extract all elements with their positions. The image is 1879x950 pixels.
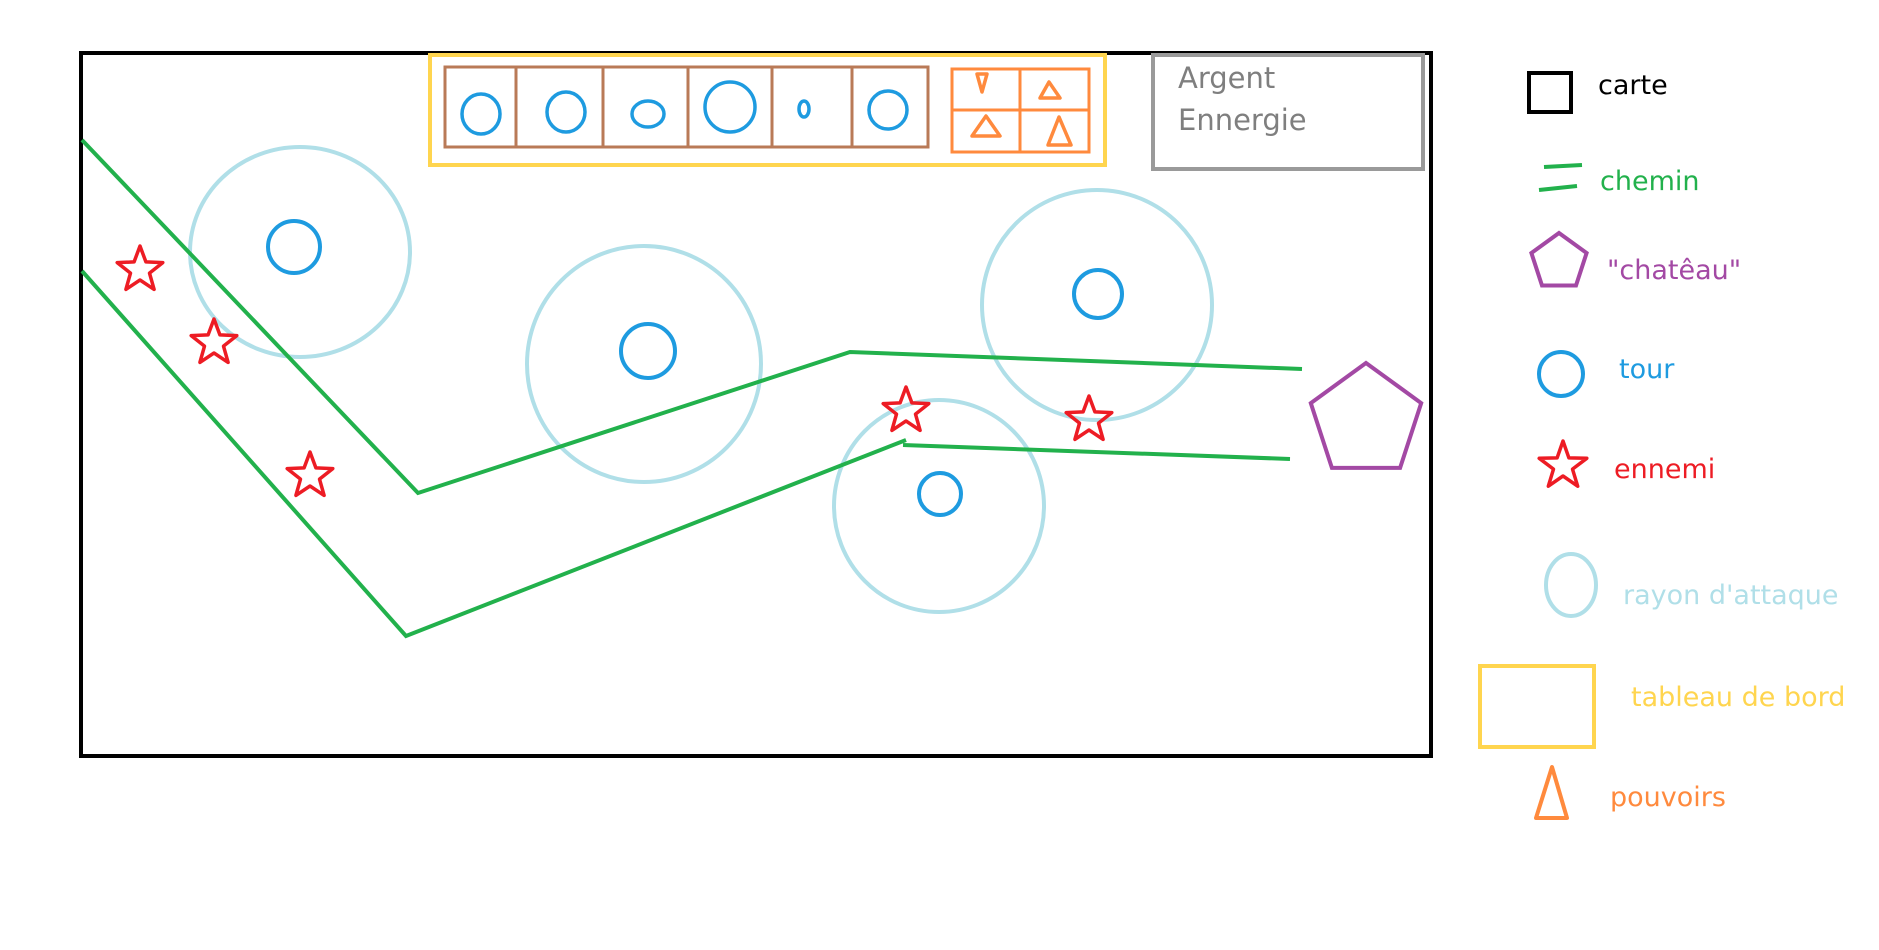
attack-range [832,398,1046,614]
enemy-star [285,450,335,498]
enemy-star [881,385,931,433]
shop-tower-icon [630,99,666,129]
power-icon [1038,80,1062,100]
tower [1072,268,1124,320]
path-edge-upper [80,138,1303,496]
legend-label-dashboard: tableau de bord [1631,682,1846,713]
path-line [1538,184,1578,192]
legend-label-path: chemin [1600,166,1700,197]
shop-tower-icon [545,90,587,134]
pentagon-icon [1529,230,1589,288]
map-layer [79,51,1433,758]
legend [1478,71,1598,820]
path-edge-lower-right [902,443,1291,461]
shop-tower-icon [460,92,502,136]
triangle-icon [1534,765,1569,820]
path-edge-lower [80,269,907,639]
square-outline-icon [1527,71,1573,114]
attack-range [188,145,412,359]
attack-range [525,244,763,484]
tower [917,471,963,517]
shop-tower-icon [867,89,909,131]
stats-frame [1151,53,1425,171]
tower [266,219,322,275]
stats-panel [1151,53,1425,171]
rectangle-outline-icon [1478,664,1596,749]
legend-label-power: pouvoirs [1610,782,1726,813]
power-icon [970,114,1002,138]
money-label: Argent [1178,61,1276,95]
green-lines-icon [1538,163,1583,192]
enemy-star [189,317,239,365]
tower [619,322,677,380]
legend-label-map: carte [1598,70,1668,101]
shop-tower-icon [797,99,811,119]
dashboard-frame [428,53,1107,167]
shop-tower-icon [703,80,757,134]
dashboard [428,53,1107,167]
power-icon [975,72,989,94]
energy-label: Ennergie [1178,103,1307,137]
power-icon [1046,115,1073,147]
enemy-star [1064,394,1114,442]
enemy-star [115,244,165,292]
ellipse-icon [1544,552,1598,618]
legend-label-enemy: ennemi [1614,454,1716,485]
path-line [1543,163,1583,169]
star-icon [1537,439,1589,488]
legend-label-tower: tour [1619,354,1675,385]
legend-label-attack_range: rayon d'attaque [1623,580,1839,611]
legend-label-castle: "chatêau" [1607,255,1742,286]
attack-range [980,188,1214,422]
castle-pentagon [1308,360,1424,470]
circle-icon [1537,350,1585,398]
